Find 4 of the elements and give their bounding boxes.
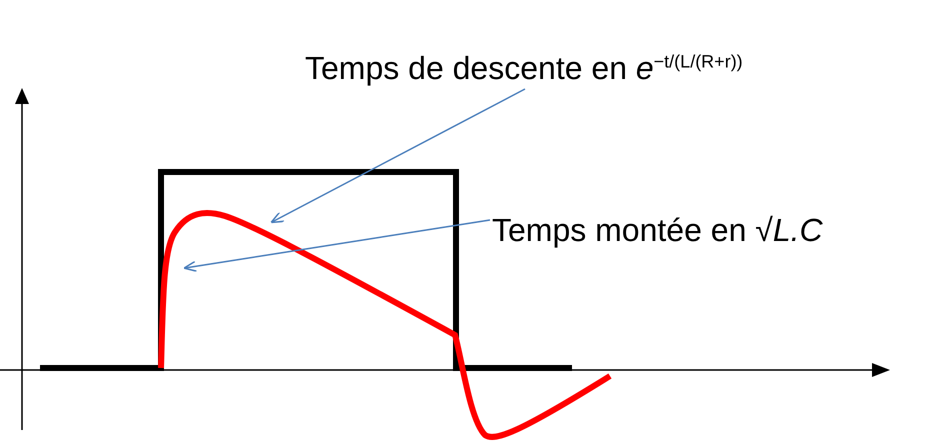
leader-arrow (270, 88, 526, 224)
leader-arrow (183, 219, 490, 272)
annotation-text: Temps de descente en e$^{−t/(L/(R+r))}$ (305, 50, 743, 87)
annotation-text: Temps montée en √L.C (492, 212, 823, 249)
